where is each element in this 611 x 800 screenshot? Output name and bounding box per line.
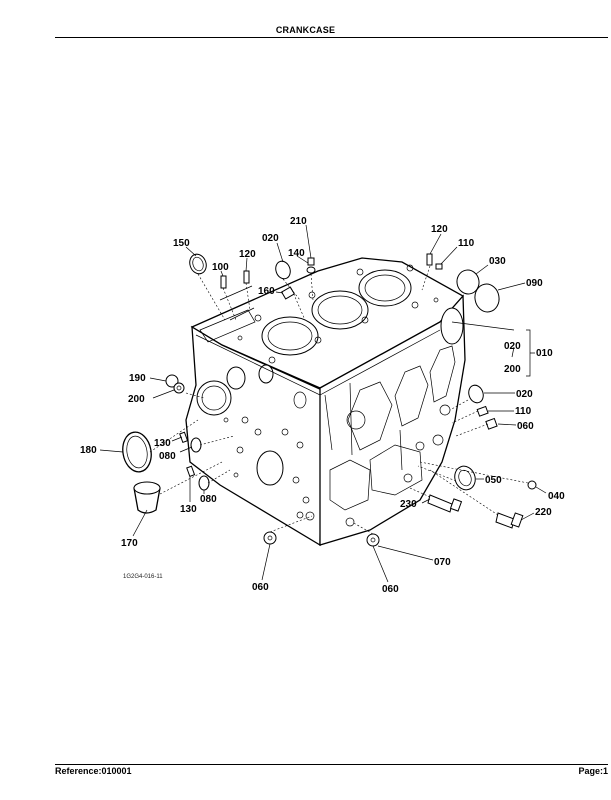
footer-rule (55, 764, 608, 765)
page-title: CRANKCASE (275, 25, 336, 35)
callout-180: 180 (80, 445, 97, 456)
callout-030: 030 (489, 256, 506, 267)
loose-parts (122, 253, 537, 547)
callout-010: 010 (536, 348, 553, 359)
callout-020-top: 020 (262, 233, 279, 244)
crankcase-block (185, 257, 466, 547)
callout-210: 210 (290, 216, 307, 227)
callout-120-left: 120 (239, 249, 256, 260)
callout-130-upper: 130 (154, 438, 171, 449)
callout-190: 190 (129, 373, 146, 384)
callout-050: 050 (485, 475, 502, 486)
callout-230: 230 (400, 499, 417, 510)
callout-090: 090 (526, 278, 543, 289)
callout-110-top: 110 (458, 238, 475, 249)
callout-120-right: 120 (431, 224, 448, 235)
callout-080-upper: 080 (159, 451, 176, 462)
callout-100: 100 (212, 262, 229, 273)
callout-170: 170 (121, 538, 138, 549)
footer-reference: Reference:010001 (55, 766, 132, 776)
leader-lines (99, 224, 547, 583)
callout-150: 150 (173, 238, 190, 249)
footer-page-number: Page:1 (578, 766, 608, 776)
callout-070: 070 (434, 557, 451, 568)
callout-040: 040 (548, 491, 565, 502)
callout-140: 140 (288, 248, 305, 259)
callout-060-bottom-left: 060 (252, 582, 269, 593)
callout-200-left: 200 (128, 394, 145, 405)
callout-200-bracket: 200 (504, 364, 521, 375)
callout-080-lower: 080 (200, 494, 217, 505)
callout-060-bottom-right: 060 (382, 584, 399, 595)
header-rule (55, 37, 608, 38)
figure-code: 1G2G4-016-11 (123, 574, 163, 580)
callout-020-bracket: 020 (504, 341, 521, 352)
callout-110-right: 110 (515, 406, 532, 417)
callout-130-lower: 130 (180, 504, 197, 515)
callout-160: 160 (258, 286, 275, 297)
callout-labels: 210 120 110 150 020 140 120 100 030 090 … (80, 216, 565, 595)
callout-020-right: 020 (516, 389, 533, 400)
callout-060-right: 060 (517, 421, 534, 432)
callout-220: 220 (535, 507, 552, 518)
